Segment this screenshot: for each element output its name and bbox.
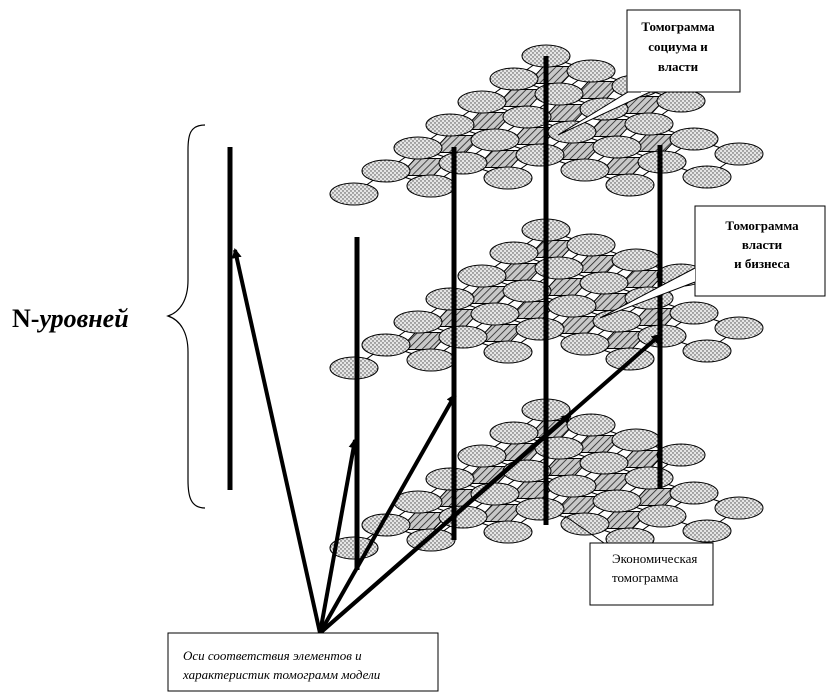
dotted-ellipse-icon bbox=[361, 159, 411, 183]
dotted-ellipse-icon bbox=[425, 467, 475, 491]
dotted-ellipse-icon bbox=[579, 271, 629, 295]
dotted-ellipse-icon bbox=[592, 135, 642, 159]
dotted-ellipse-icon bbox=[483, 340, 533, 364]
callout-middle-line-2: власти bbox=[742, 237, 783, 252]
dotted-ellipse-icon bbox=[714, 316, 764, 340]
dotted-ellipse-icon bbox=[656, 443, 706, 467]
dotted-ellipse-icon bbox=[438, 325, 488, 349]
dotted-ellipse-icon bbox=[611, 428, 661, 452]
dotted-ellipse-icon bbox=[611, 248, 661, 272]
dotted-ellipse-icon bbox=[515, 497, 565, 521]
dotted-ellipse-icon bbox=[393, 136, 443, 160]
vertical-axes bbox=[227, 56, 663, 570]
dotted-ellipse-icon bbox=[669, 127, 719, 151]
dotted-ellipse-icon bbox=[329, 356, 379, 380]
dotted-ellipse-icon bbox=[656, 89, 706, 113]
callout-economic-line-2: томограмма bbox=[612, 570, 678, 585]
dotted-ellipse-icon bbox=[560, 158, 610, 182]
dotted-ellipse-icon bbox=[489, 241, 539, 265]
dotted-ellipse-icon bbox=[714, 496, 764, 520]
dotted-ellipse-icon bbox=[592, 489, 642, 513]
dotted-ellipse-icon bbox=[682, 339, 732, 363]
dotted-ellipse-icon bbox=[489, 67, 539, 91]
dotted-ellipse-icon bbox=[406, 348, 456, 372]
callout-top-line-3: власти bbox=[658, 59, 699, 74]
callout-top-line-1: Томограмма bbox=[641, 19, 715, 34]
dotted-ellipse-icon bbox=[560, 332, 610, 356]
dotted-ellipse-icon bbox=[489, 421, 539, 445]
dotted-ellipse-icon bbox=[457, 90, 507, 114]
callout-power-business: Томограмма власти и бизнеса bbox=[599, 205, 826, 319]
dotted-ellipse-icon bbox=[470, 128, 520, 152]
dotted-ellipse-icon bbox=[470, 302, 520, 326]
dotted-ellipse-icon bbox=[534, 82, 584, 106]
correspondence-arrows bbox=[231, 248, 662, 635]
dotted-ellipse-icon bbox=[682, 165, 732, 189]
dotted-ellipse-icon bbox=[682, 519, 732, 543]
dotted-ellipse-icon bbox=[406, 174, 456, 198]
dotted-ellipse-icon bbox=[579, 451, 629, 475]
levels-label-prefix: N- bbox=[12, 304, 39, 333]
correspondence-arrow bbox=[318, 438, 359, 634]
dotted-ellipse-icon bbox=[457, 264, 507, 288]
dotted-ellipse-icon bbox=[624, 466, 674, 490]
dotted-ellipse-icon bbox=[406, 528, 456, 552]
dotted-ellipse-icon bbox=[483, 520, 533, 544]
dotted-ellipse-icon bbox=[393, 310, 443, 334]
dotted-ellipse-icon bbox=[637, 504, 687, 528]
dotted-ellipse-icon bbox=[361, 333, 411, 357]
callout-axes: Оси соответствия элементов и характерист… bbox=[167, 632, 439, 692]
dotted-ellipse-icon bbox=[534, 256, 584, 280]
correspondence-arrow bbox=[318, 333, 662, 635]
levels-label: N-уровней bbox=[12, 304, 129, 333]
dotted-ellipse-icon bbox=[515, 317, 565, 341]
dotted-ellipse-icon bbox=[483, 166, 533, 190]
dotted-ellipse-icon bbox=[515, 143, 565, 167]
dotted-ellipse-icon bbox=[425, 287, 475, 311]
dotted-ellipse-icon bbox=[605, 173, 655, 197]
callout-top-line-2: социума и bbox=[648, 39, 708, 54]
dotted-ellipse-icon bbox=[393, 490, 443, 514]
dotted-ellipse-icon bbox=[669, 301, 719, 325]
dotted-ellipse-icon bbox=[425, 113, 475, 137]
dotted-ellipse-icon bbox=[624, 112, 674, 136]
dotted-ellipse-icon bbox=[560, 512, 610, 536]
level-power-business bbox=[329, 218, 764, 380]
dotted-ellipse-icon bbox=[547, 120, 597, 144]
dotted-ellipse-icon bbox=[502, 279, 552, 303]
levels-label-word: уровней bbox=[36, 304, 128, 333]
correspondence-arrow bbox=[231, 248, 322, 634]
callout-economic-line-1: Экономическая bbox=[612, 551, 697, 566]
dotted-ellipse-icon bbox=[502, 105, 552, 129]
dotted-ellipse-icon bbox=[547, 294, 597, 318]
callout-middle-line-1: Томограмма bbox=[725, 218, 799, 233]
callout-economic: Экономическая томограмма bbox=[564, 515, 714, 606]
callout-middle-line-3: и бизнеса bbox=[734, 256, 790, 271]
dotted-ellipse-icon bbox=[566, 233, 616, 257]
callout-axes-line-1: Оси соответствия элементов и bbox=[183, 648, 362, 663]
levels-brace bbox=[166, 124, 206, 509]
dotted-ellipse-icon bbox=[714, 142, 764, 166]
dotted-ellipse-icon bbox=[592, 309, 642, 333]
dotted-ellipse-icon bbox=[329, 182, 379, 206]
callout-axes-line-2: характеристик томограмм модели bbox=[182, 667, 381, 682]
dotted-ellipse-icon bbox=[438, 151, 488, 175]
callout-society-power: Томограмма социума и власти bbox=[557, 9, 741, 136]
dotted-ellipse-icon bbox=[669, 481, 719, 505]
dotted-ellipse-icon bbox=[566, 413, 616, 437]
dotted-ellipse-icon bbox=[547, 474, 597, 498]
dotted-ellipse-icon bbox=[566, 59, 616, 83]
dotted-ellipse-icon bbox=[457, 444, 507, 468]
correspondence-arrow bbox=[318, 393, 457, 634]
